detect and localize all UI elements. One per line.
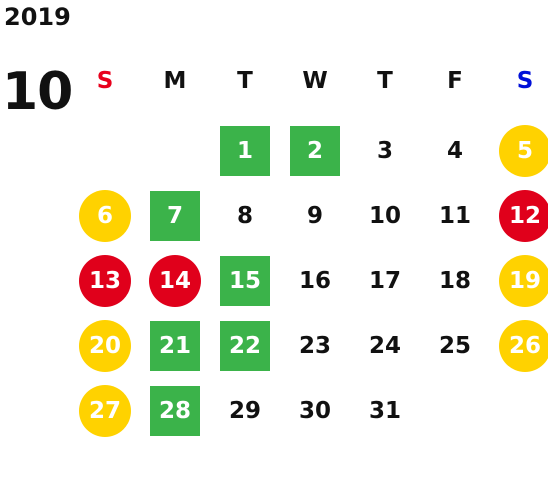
calendar-cell: 6 [70,183,140,248]
calendar-cell [420,378,490,443]
calendar-day-11[interactable]: 11 [438,202,471,229]
weekday-monday: M [163,68,187,94]
calendar-cell: 27 [70,378,140,443]
calendar-cell: 22 [210,313,280,378]
calendar-cell: 21 [140,313,210,378]
calendar-cell: 15 [210,248,280,313]
weekday-saturday: S [516,68,534,94]
weekday-header: S M T W T F S [70,64,548,98]
calendar-day-9[interactable]: 9 [306,202,323,229]
calendar-day-31[interactable]: 31 [368,397,401,424]
calendar-cell: 30 [280,378,350,443]
calendar-cell: 18 [420,248,490,313]
calendar-day-12[interactable]: 12 [499,189,548,242]
calendar-day-28[interactable]: 28 [150,385,200,436]
calendar-cell: 24 [350,313,420,378]
calendar-day-27[interactable]: 27 [79,384,131,437]
calendar-day-13[interactable]: 13 [79,254,131,307]
calendar-day-4[interactable]: 4 [446,137,463,164]
calendar-year: 2019 [4,3,71,31]
calendar-day-25[interactable]: 25 [438,332,471,359]
calendar-cell: 20 [70,313,140,378]
calendar-cell: 25 [420,313,490,378]
calendar-day-7[interactable]: 7 [150,190,200,241]
calendar-cell: 3 [350,118,420,183]
calendar-cell: 7 [140,183,210,248]
calendar-cell: 23 [280,313,350,378]
calendar-cell: 17 [350,248,420,313]
calendar-day-5[interactable]: 5 [499,124,548,177]
calendar-day-26[interactable]: 26 [499,319,548,372]
calendar-day-8[interactable]: 8 [236,202,253,229]
calendar-cell: 29 [210,378,280,443]
weekday-wednesday: W [302,68,328,94]
weekday-sunday: S [96,68,114,94]
calendar-cell: 10 [350,183,420,248]
calendar-cell [490,378,548,443]
calendar-cell: 2 [280,118,350,183]
weekday-friday: F [447,68,463,94]
calendar-cell: 9 [280,183,350,248]
calendar-cell: 14 [140,248,210,313]
calendar-day-23[interactable]: 23 [298,332,331,359]
calendar-day-29[interactable]: 29 [228,397,261,424]
calendar-month: 10 [2,62,73,122]
calendar-cell: 1 [210,118,280,183]
calendar-day-18[interactable]: 18 [438,267,471,294]
calendar-day-24[interactable]: 24 [368,332,401,359]
calendar-cell: 4 [420,118,490,183]
calendar-day-1[interactable]: 1 [220,125,270,176]
calendar-cell: 16 [280,248,350,313]
calendar-day-2[interactable]: 2 [290,125,340,176]
calendar-cell: 5 [490,118,548,183]
calendar-day-22[interactable]: 22 [220,320,270,371]
calendar-day-14[interactable]: 14 [149,254,201,307]
calendar-day-15[interactable]: 15 [220,255,270,306]
calendar-cell: 13 [70,248,140,313]
calendar-day-10[interactable]: 10 [368,202,401,229]
calendar-day-19[interactable]: 19 [499,254,548,307]
calendar-cell [140,118,210,183]
calendar-day-6[interactable]: 6 [79,189,131,242]
calendar-cell: 19 [490,248,548,313]
calendar-cell: 12 [490,183,548,248]
calendar-day-21[interactable]: 21 [150,320,200,371]
calendar-day-30[interactable]: 30 [298,397,331,424]
calendar-day-17[interactable]: 17 [368,267,401,294]
weekday-tuesday: T [237,68,253,94]
calendar-cell [70,118,140,183]
calendar-cell: 26 [490,313,548,378]
calendar-day-3[interactable]: 3 [376,137,393,164]
calendar-cell: 31 [350,378,420,443]
weekday-thursday: T [377,68,393,94]
calendar-day-16[interactable]: 16 [298,267,331,294]
calendar-day-20[interactable]: 20 [79,319,131,372]
calendar-cell: 28 [140,378,210,443]
calendar-cell: 11 [420,183,490,248]
calendar-cell: 8 [210,183,280,248]
